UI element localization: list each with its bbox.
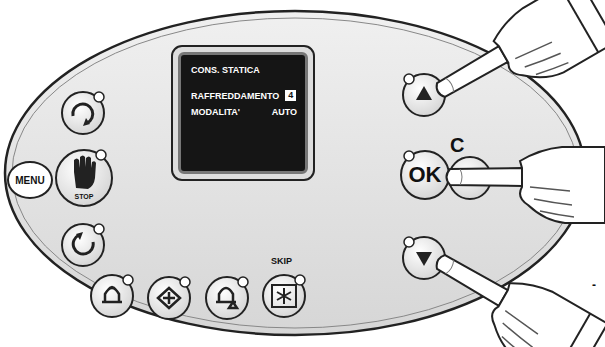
button-label: STOP xyxy=(75,193,94,200)
clear-key-label: C xyxy=(450,134,464,157)
skip-label: SKIP xyxy=(271,256,292,266)
display-text: MODALITA' xyxy=(191,107,240,117)
stop-button: STOP xyxy=(56,150,112,206)
button-label: 4 xyxy=(288,90,293,101)
button-label: MENU xyxy=(15,175,44,186)
display-text: RAFFREDDAMENTO xyxy=(191,91,279,101)
note-mark: - xyxy=(592,278,596,292)
value-box: 4 xyxy=(285,90,296,101)
lcd-display: CONS. STATICA RAFFREDDAMENTO MODALITA' AUTO… xyxy=(178,52,308,174)
display-text: AUTO xyxy=(272,107,297,117)
menu-button: MENU xyxy=(7,161,53,199)
display-text: CONS. STATICA xyxy=(191,65,260,75)
ok-button: OK xyxy=(401,151,449,199)
button-label: OK xyxy=(409,162,442,188)
